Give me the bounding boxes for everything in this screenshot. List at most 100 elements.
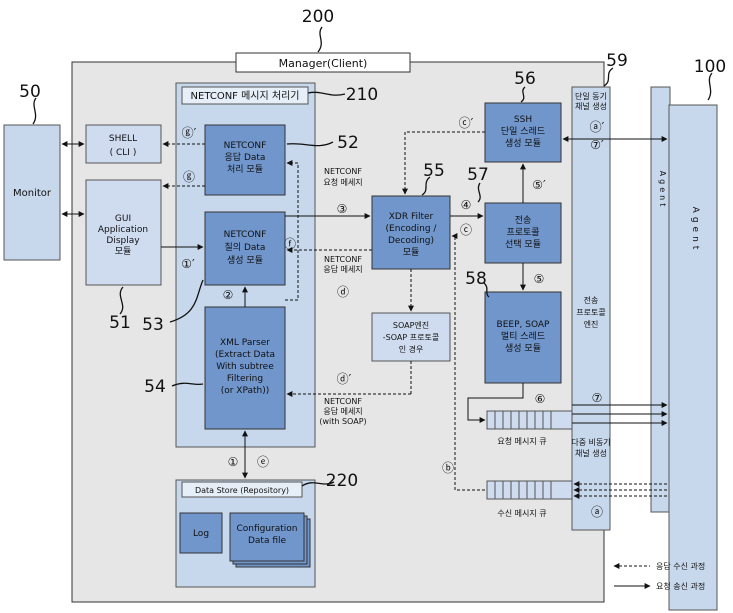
shell-box — [85, 124, 162, 164]
arrow-parser-resp — [285, 160, 299, 301]
ref-58: 58 — [465, 269, 487, 289]
gui-label-4: 모듈 — [115, 246, 132, 257]
ref-100: 100 — [694, 57, 726, 77]
leader-54 — [171, 382, 204, 387]
config-label-2: Data file — [248, 536, 287, 546]
step-6: ⑥ — [535, 392, 546, 406]
xml-parser-label-1: XML Parser — [220, 338, 270, 348]
netconf-req-label-2: 요청 메세지 — [323, 178, 362, 187]
shell-label-1: SHELL — [109, 134, 137, 144]
ssh-label-2: 단일 스레드 — [501, 126, 545, 137]
leader-55 — [421, 176, 431, 196]
step-a: ⓐ — [591, 505, 603, 519]
step-4: ④ — [461, 198, 472, 212]
request-queue — [486, 410, 573, 430]
arrow-beep-reqqueue — [467, 383, 524, 423]
data-store-title: Data Store (Repository) — [195, 486, 289, 495]
leader-57 — [477, 182, 481, 203]
protocol-select-module — [484, 202, 562, 264]
single-sync-label-1: 단일 동기 — [575, 91, 607, 101]
leader-56 — [520, 86, 526, 103]
transport-engine-label-3: 엔진 — [584, 319, 599, 329]
log-box — [179, 512, 223, 554]
response-data-module — [204, 124, 286, 196]
transport-engine-column — [571, 86, 611, 531]
leader-210 — [307, 91, 346, 96]
config-label-1: Configuration — [236, 524, 297, 534]
netconf-resp-label-1: NETCONF — [324, 255, 362, 264]
step-1-prime: ①′ — [181, 257, 195, 271]
receive-queue-label: 수신 메시지 큐 — [497, 509, 546, 518]
receive-queue — [486, 480, 573, 500]
monitor-box — [3, 124, 61, 261]
ref-55: 55 — [423, 161, 445, 181]
leader-100 — [707, 72, 713, 101]
ssh-label-1: SSH — [514, 115, 532, 125]
xdr-label-3: Decoding) — [388, 236, 434, 246]
netconf-resp-soap-label-3: (with SOAP) — [319, 417, 366, 426]
leader-200 — [317, 26, 323, 53]
ssh-thread-module — [484, 102, 562, 163]
query-data-module — [204, 211, 286, 286]
soap-engine-module — [371, 312, 451, 362]
beep-soap-module — [484, 291, 562, 384]
leader-59 — [603, 67, 614, 87]
multi-async-label-2: 채널 생성 — [575, 448, 607, 458]
data-store-title-box — [181, 481, 303, 498]
gui-label-1: GUI — [115, 214, 131, 224]
step-f: ⓕ — [284, 237, 296, 251]
gui-label-3: Display — [106, 236, 140, 246]
beep-label-2: 멀티 스레드 — [501, 330, 545, 342]
ref-210: 210 — [346, 85, 378, 105]
netconf-processor-title: NETCONF 메시지 처리기 — [191, 90, 300, 102]
xml-parser-label-5: (or XPath)) — [221, 386, 270, 396]
monitor-label: Monitor — [13, 188, 52, 199]
step-c: ⓒ — [460, 223, 472, 237]
ref-50: 50 — [19, 82, 41, 102]
gui-label-2: Application — [98, 225, 148, 235]
agent-front-label: Agent — [690, 207, 700, 254]
step-7: ⑦ — [592, 391, 603, 405]
beep-label-3: 생성 모듈 — [505, 343, 541, 354]
query-module-label-3: 생성 모듈 — [227, 255, 263, 266]
ref-57: 57 — [467, 165, 489, 185]
xml-parser-label-4: Filtering — [227, 374, 263, 384]
ref-51: 51 — [109, 313, 131, 333]
ref-200: 200 — [302, 7, 334, 27]
step-5-prime: ⑤′ — [532, 178, 546, 192]
manager-client-label: Manager(Client) — [279, 57, 368, 70]
xdr-label-1: XDR Filter — [389, 212, 434, 222]
log-label: Log — [193, 529, 209, 539]
xdr-label-2: (Encoding / — [386, 224, 438, 234]
step-g: ⓖ — [183, 170, 195, 184]
step-1: ① — [228, 455, 239, 469]
shell-label-2: ( CLI ) — [110, 148, 137, 158]
step-e: ⓔ — [257, 455, 269, 469]
arrow-ssh-xdr — [402, 131, 485, 195]
netconf-resp-soap-label-2: 응답 메세지 — [323, 406, 362, 416]
query-module-label-2: 질의 Data — [225, 241, 266, 253]
xml-parser-label-3: With subtree — [216, 362, 274, 372]
netconf-processor-title-box — [181, 86, 309, 105]
agent-box-back — [650, 86, 671, 513]
step-2: ② — [223, 288, 234, 302]
soap-engine-label-3: 인 경우 — [399, 344, 424, 354]
ssh-label-3: 생성 모듈 — [505, 138, 541, 149]
single-sync-label-2: 채널 생성 — [575, 101, 607, 111]
step-d-prime: ⓓ′ — [337, 372, 352, 386]
ref-54: 54 — [144, 377, 166, 397]
step-7-prime: ⑦′ — [590, 138, 604, 152]
response-module-label-1: NETCONF — [224, 141, 267, 151]
step-3: ③ — [337, 202, 348, 216]
config-file-box — [229, 512, 305, 562]
netconf-resp-label-2: 응답 메세지 — [323, 264, 362, 274]
request-queue-label: 요청 메시지 큐 — [497, 437, 546, 446]
proto-sel-label-3: 선택 모듈 — [505, 239, 541, 250]
xdr-label-4: 모듈 — [403, 247, 420, 258]
transport-engine-label-2: 프로토콜 — [576, 308, 605, 317]
proto-sel-label-2: 프로토콜 — [506, 227, 539, 238]
soap-engine-label-2: -SOAP 프로토콜 — [383, 333, 439, 342]
netconf-req-label-1: NETCONF — [324, 167, 362, 176]
response-module-label-2: 응답 Data — [225, 151, 266, 163]
